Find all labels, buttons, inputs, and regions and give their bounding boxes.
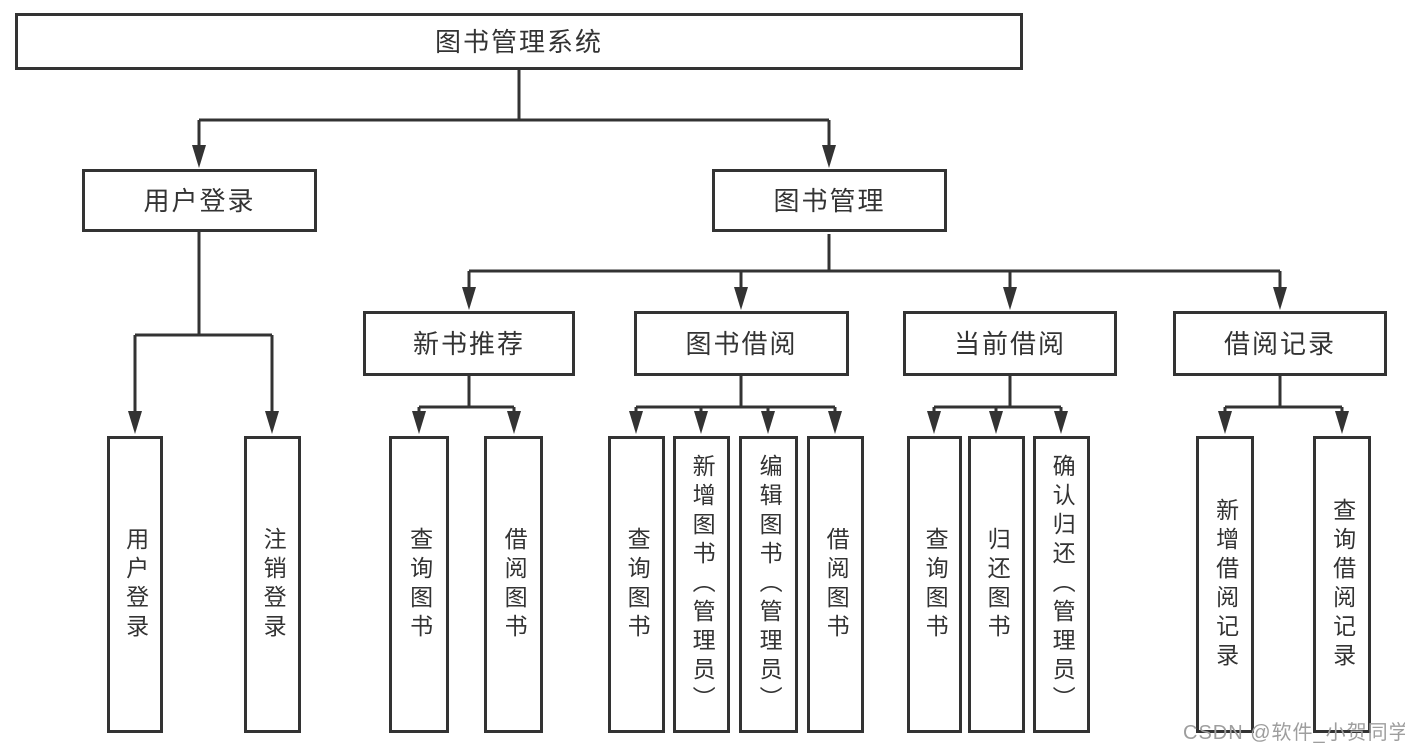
arrow-down-icon — [828, 411, 842, 434]
node-login: 用户登录 — [107, 436, 163, 733]
arrow-down-icon — [761, 411, 775, 434]
node-label: 归还图书 — [984, 526, 1011, 643]
node-records-query-record: 查询借阅记录 — [1313, 436, 1371, 733]
connector-line — [1223, 376, 1344, 413]
arrow-down-icon — [462, 287, 476, 310]
node-label: 图书管理系统 — [434, 26, 603, 57]
node-recommend-borrow-books: 借阅图书 — [484, 436, 543, 733]
node-current-confirm-return-admin: 确认归还（管理员） — [1033, 436, 1090, 733]
arrow-down-icon — [1054, 411, 1068, 434]
connector-user-login — [128, 232, 279, 434]
node-label: 查询借阅记录 — [1329, 497, 1356, 672]
node-records-add-record: 新增借阅记录 — [1196, 436, 1254, 733]
arrow-down-icon — [192, 145, 206, 168]
node-book-management: 图书管理 — [712, 169, 947, 232]
connector-current-borrow — [927, 376, 1068, 434]
connector-borrow-records — [1218, 376, 1349, 434]
arrow-down-icon — [265, 411, 279, 434]
connector-new-book-recommend — [412, 376, 521, 434]
node-label: 用户登录 — [122, 526, 149, 643]
node-label: 编辑图书（管理员） — [756, 454, 783, 715]
arrow-down-icon — [734, 287, 748, 310]
arrow-down-icon — [1003, 287, 1017, 310]
arrow-down-icon — [927, 411, 941, 434]
node-label: 用户登录 — [143, 185, 256, 216]
node-label: 新书推荐 — [412, 328, 525, 359]
arrow-down-icon — [128, 411, 142, 434]
connector-line — [197, 70, 831, 148]
node-label: 借阅图书 — [823, 526, 850, 643]
csdn-watermark: CSDN @软件_小贺同学 — [1183, 722, 1405, 744]
node-label: 查询图书 — [624, 526, 651, 643]
connector-book-management — [462, 234, 1287, 310]
arrow-down-icon — [1335, 411, 1349, 434]
arrow-down-icon — [507, 411, 521, 434]
node-label: 借阅记录 — [1223, 328, 1336, 359]
connector-line — [467, 234, 1282, 290]
arrow-down-icon — [629, 411, 643, 434]
connector-line — [932, 376, 1063, 413]
node-new-book-recommend: 新书推荐 — [363, 311, 575, 376]
node-label: 新增图书（管理员） — [689, 454, 716, 715]
arrow-down-icon — [822, 145, 836, 168]
node-library-system: 图书管理系统 — [15, 13, 1023, 70]
node-label: 新增借阅记录 — [1212, 497, 1239, 672]
node-label: 查询图书 — [922, 526, 949, 643]
node-borrow-edit-books-admin: 编辑图书（管理员） — [739, 436, 798, 733]
node-user-login: 用户登录 — [82, 169, 317, 232]
node-borrow-query-books: 查询图书 — [608, 436, 665, 733]
node-label: 图书管理 — [773, 185, 886, 216]
arrow-down-icon — [989, 411, 1003, 434]
arrow-down-icon — [412, 411, 426, 434]
node-current-borrow: 当前借阅 — [903, 311, 1117, 376]
node-label: 图书借阅 — [685, 328, 798, 359]
arrow-down-icon — [1273, 287, 1287, 310]
connector-line — [417, 376, 516, 413]
node-borrow-borrow-books: 借阅图书 — [807, 436, 864, 733]
connector-line — [133, 232, 274, 413]
node-label: 借阅图书 — [501, 526, 528, 643]
node-label: 查询图书 — [406, 526, 433, 643]
connector-root — [192, 70, 836, 168]
node-logout: 注销登录 — [244, 436, 301, 733]
node-label: 确认归还（管理员） — [1049, 454, 1076, 715]
connector-book-borrow — [629, 376, 842, 434]
arrow-down-icon — [1218, 411, 1232, 434]
node-current-return-books: 归还图书 — [968, 436, 1025, 733]
node-recommend-query-books: 查询图书 — [389, 436, 449, 733]
node-label: 注销登录 — [260, 526, 287, 643]
node-current-query-books: 查询图书 — [907, 436, 962, 733]
node-borrow-add-books-admin: 新增图书（管理员） — [673, 436, 730, 733]
connector-line — [634, 376, 837, 413]
arrow-down-icon — [694, 411, 708, 434]
node-book-borrow: 图书借阅 — [634, 311, 849, 376]
node-borrow-records: 借阅记录 — [1173, 311, 1387, 376]
node-label: 当前借阅 — [953, 328, 1066, 359]
